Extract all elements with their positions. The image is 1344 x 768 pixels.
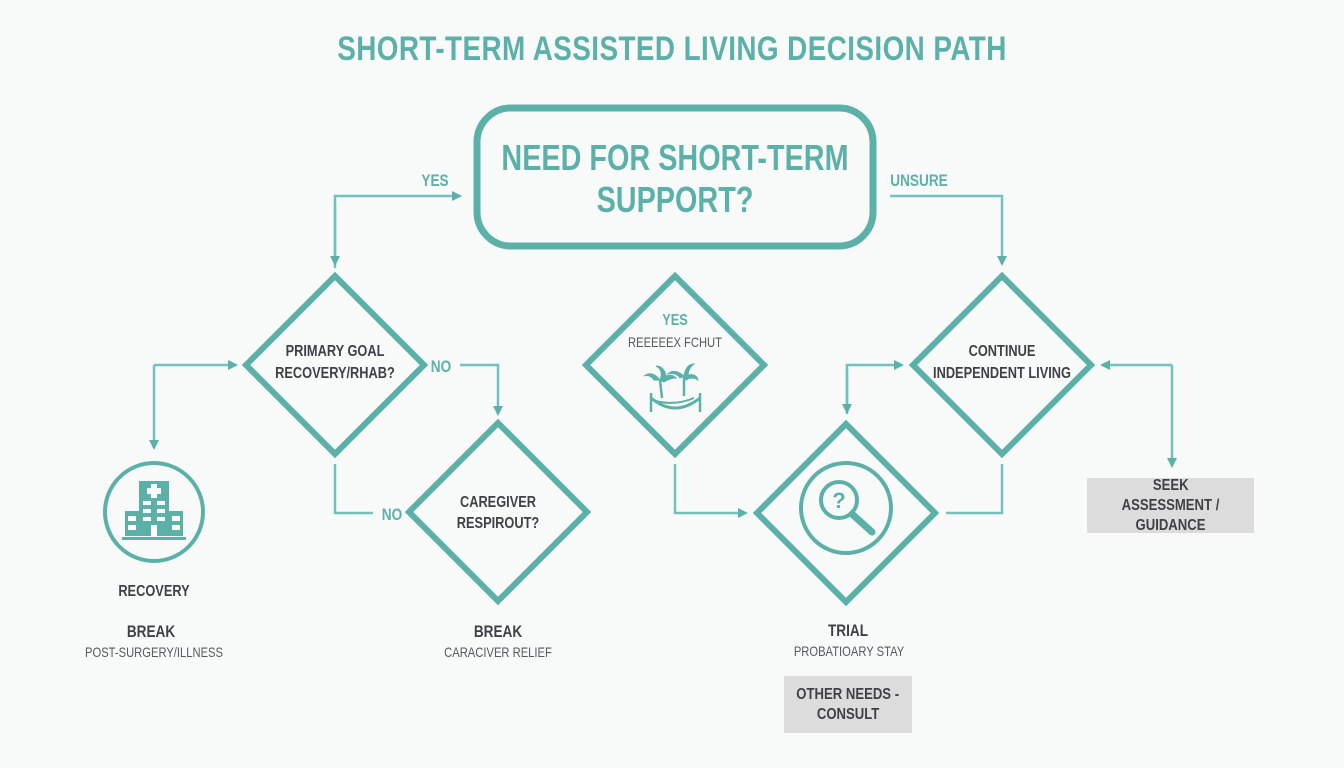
- magnifier-question-icon: ?: [799, 461, 893, 555]
- connector-to-seek-assessment: [1100, 360, 1177, 468]
- decision-respite-shape: [581, 271, 769, 459]
- outcome-caregiver-subtitle: CARACIVER RELIEF: [444, 644, 552, 660]
- decision-continue-line2: INDEPENDENT LIVING: [933, 365, 1071, 382]
- outcome-other-needs-line2: CONSULT: [816, 705, 880, 723]
- start-node-line1: NEED FOR SHORT-TERM: [501, 137, 849, 178]
- edge-label-unsure: UNSURE: [890, 171, 948, 190]
- diagram-title: SHORT-TERM ASSISTED LIVING DECISION PATH: [337, 30, 1007, 68]
- outcome-trial-title: TRIAL: [827, 621, 869, 640]
- decision-trial-shape: [752, 419, 940, 607]
- outcome-caregiver-title: BREAK: [473, 622, 523, 641]
- hospital-icon: [103, 461, 205, 563]
- connector-trial-continue: [842, 360, 904, 414]
- svg-text:?: ?: [832, 488, 845, 513]
- decision-caregiver-shape: [404, 418, 592, 606]
- decision-respite-label: REEEEEX FCHUT: [628, 334, 722, 350]
- hammock-palm-icon: [643, 363, 702, 412]
- decision-primary-goal-line1: PRIMARY GOAL: [285, 343, 385, 360]
- connector-yes: [330, 191, 462, 268]
- edge-label-no-right: NO: [430, 357, 452, 376]
- outcome-recovery-subtitle: POST-SURGERY/ILLNESS: [85, 644, 223, 660]
- connector-unsure: [890, 194, 1007, 266]
- outcome-other-needs-box: OTHER NEEDS - CONSULT: [784, 676, 912, 733]
- decision-continue-line1: CONTINUE: [968, 343, 1036, 360]
- edge-label-yes: YES: [421, 171, 449, 190]
- start-node-shape: [473, 104, 877, 250]
- decision-primary-goal-shape: [241, 271, 429, 459]
- outcome-other-needs-line1: OTHER NEEDS -: [796, 685, 900, 703]
- start-node-line2: SUPPORT?: [596, 179, 754, 220]
- connector-respite-to-trial: [673, 464, 748, 518]
- decision-respite-yes: YES: [662, 312, 688, 329]
- outcome-trial-subtitle: PROBATIOARY STAY: [793, 643, 905, 659]
- outcome-recovery-label: RECOVERY: [118, 583, 190, 600]
- decision-primary-goal-line2: RECOVERY/RHAB?: [275, 365, 395, 382]
- connector-continue-to-trial: [946, 464, 1004, 515]
- connector-no-right: [460, 363, 503, 416]
- connector-no-bottom: [333, 464, 373, 515]
- decision-caregiver-line2: RESPIROUT?: [456, 515, 540, 532]
- outcome-recovery-title: BREAK: [126, 622, 176, 641]
- outcome-seek-assessment-box: SEEK ASSESSMENT / GUIDANCE: [1087, 476, 1254, 534]
- outcome-seek-line2: ASSESSMENT / GUIDANCE: [1121, 496, 1220, 534]
- decision-continue-independent-shape: [908, 271, 1096, 459]
- decision-caregiver-line1: CAREGIVER: [459, 494, 537, 511]
- connector-to-recovery: [149, 360, 238, 450]
- edge-label-no-bottom: NO: [381, 505, 403, 524]
- outcome-seek-line1: SEEK: [1152, 476, 1189, 494]
